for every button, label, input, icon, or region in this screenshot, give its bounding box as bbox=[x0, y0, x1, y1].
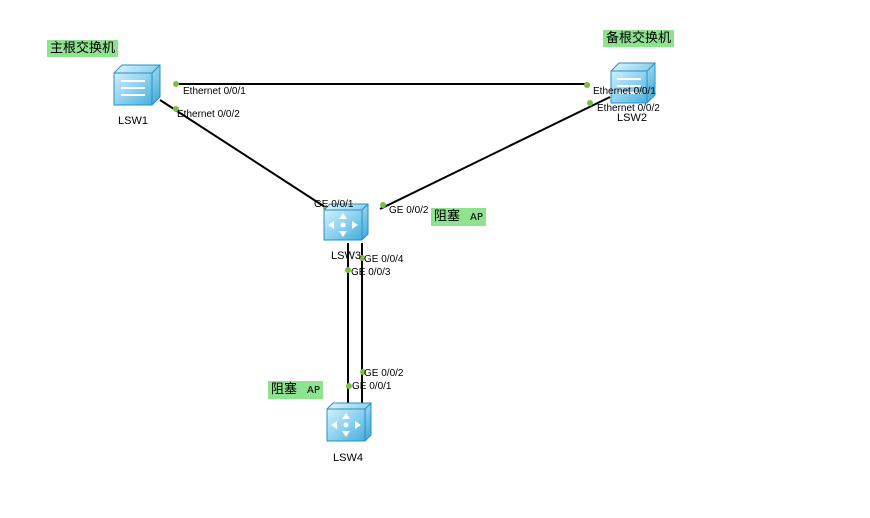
port-dot bbox=[380, 202, 386, 208]
port-dot bbox=[346, 383, 352, 389]
tag-text: 主根交换机 bbox=[50, 41, 116, 56]
port-dot bbox=[360, 369, 366, 375]
device-label-lsw1: LSW1 bbox=[118, 115, 148, 127]
device-label-lsw4: LSW4 bbox=[333, 452, 363, 464]
port-label: GE 0/0/1 bbox=[352, 381, 392, 392]
port-dot bbox=[345, 267, 351, 273]
device-label-lsw2: LSW2 bbox=[617, 112, 647, 124]
blocked-port-tag: 阻塞 AP bbox=[268, 381, 323, 399]
port-dot bbox=[584, 82, 590, 88]
link-lsw2-lsw3 bbox=[379, 96, 611, 210]
link-lsw1-lsw3 bbox=[159, 99, 326, 208]
port-label: Ethernet 0/0/2 bbox=[177, 109, 240, 120]
tag-text: 阻塞 bbox=[434, 209, 461, 224]
port-label: GE 0/0/1 bbox=[314, 199, 354, 210]
port-label: Ethernet 0/0/1 bbox=[593, 86, 656, 97]
port-dots bbox=[173, 81, 593, 389]
root-bridge-tag: 主根交换机 bbox=[47, 40, 119, 57]
switch-icon[interactable] bbox=[610, 62, 656, 104]
port-label: GE 0/0/2 bbox=[389, 205, 429, 216]
switch-icon[interactable] bbox=[113, 64, 161, 106]
port-label: Ethernet 0/0/1 bbox=[183, 86, 246, 97]
port-label: Ethernet 0/0/2 bbox=[597, 103, 660, 114]
backup-root-tag: 备根交换机 bbox=[603, 30, 675, 47]
switch-icon[interactable] bbox=[323, 203, 369, 241]
tag-text: 备根交换机 bbox=[606, 31, 672, 46]
port-label: GE 0/0/3 bbox=[351, 267, 391, 278]
port-dot bbox=[359, 255, 365, 261]
port-label: GE 0/0/2 bbox=[364, 368, 404, 379]
port-dot bbox=[173, 106, 179, 112]
port-label: GE 0/0/4 bbox=[364, 254, 404, 265]
port-dot bbox=[173, 81, 179, 87]
tag-suffix: AP bbox=[307, 385, 320, 396]
tag-text: 阻塞 bbox=[271, 382, 298, 397]
blocked-port-tag: 阻塞 AP bbox=[431, 208, 486, 226]
port-dot bbox=[587, 100, 593, 106]
device-label-lsw3: LSW3 bbox=[331, 250, 361, 262]
switch-icon[interactable] bbox=[326, 402, 372, 442]
links bbox=[159, 83, 611, 408]
tag-suffix: AP bbox=[470, 212, 483, 223]
